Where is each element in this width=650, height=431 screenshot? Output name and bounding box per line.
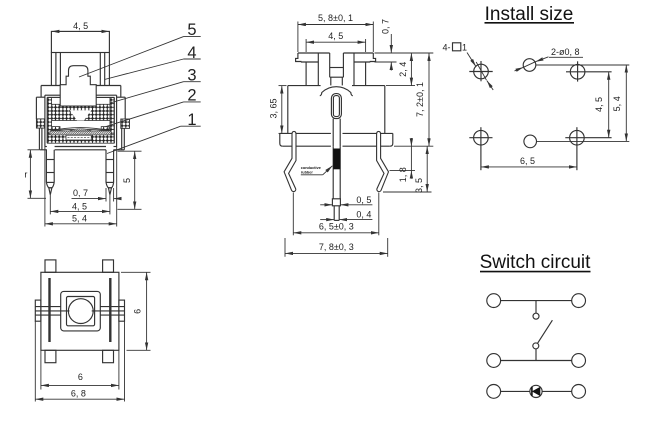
svg-text:2, 4: 2, 4	[398, 62, 408, 77]
svg-text:6, 8: 6, 8	[71, 389, 86, 399]
svg-text:1: 1	[187, 111, 196, 129]
svg-text:3, 65: 3, 65	[268, 98, 278, 118]
svg-text:7, 2±0, 1: 7, 2±0, 1	[415, 82, 425, 117]
svg-text:5: 5	[122, 178, 132, 183]
svg-text:4, 5: 4, 5	[328, 31, 343, 41]
svg-text:7, 8±0, 3: 7, 8±0, 3	[319, 242, 354, 252]
svg-text:6: 6	[78, 372, 83, 382]
svg-text:4, 5: 4, 5	[594, 97, 604, 112]
svg-text:1: 1	[462, 42, 467, 52]
svg-text:2-ø0, 8: 2-ø0, 8	[551, 47, 580, 57]
svg-text:1, 8: 1, 8	[398, 167, 408, 182]
svg-text:6: 6	[133, 309, 143, 314]
svg-text:Switch circuit: Switch circuit	[480, 252, 592, 273]
svg-text:5: 5	[187, 21, 196, 39]
svg-text:4: 4	[187, 44, 196, 62]
svg-text:5, 8±0, 1: 5, 8±0, 1	[318, 13, 353, 23]
svg-text:Install size: Install size	[485, 4, 574, 25]
svg-text:3, 5: 3, 5	[414, 178, 424, 193]
svg-text:3: 3	[187, 66, 196, 84]
svg-text:0, 7: 0, 7	[73, 188, 88, 198]
svg-text:conductive: conductive	[301, 166, 321, 170]
svg-text:4, 5: 4, 5	[72, 201, 87, 211]
svg-text:2: 2	[187, 86, 196, 104]
svg-text:5, 4: 5, 4	[612, 96, 622, 111]
svg-text:rubber: rubber	[301, 170, 314, 174]
svg-text:4-: 4-	[443, 42, 451, 52]
svg-text:4, 5: 4, 5	[73, 21, 88, 31]
svg-text:6, 5±0, 3: 6, 5±0, 3	[319, 222, 354, 232]
svg-text:r: r	[24, 170, 27, 180]
svg-text:0, 5: 0, 5	[356, 195, 371, 205]
svg-text:0, 4: 0, 4	[356, 209, 371, 219]
svg-text:5, 4: 5, 4	[72, 214, 87, 224]
svg-text:0, 7: 0, 7	[380, 19, 390, 34]
svg-text:6, 5: 6, 5	[520, 156, 535, 166]
